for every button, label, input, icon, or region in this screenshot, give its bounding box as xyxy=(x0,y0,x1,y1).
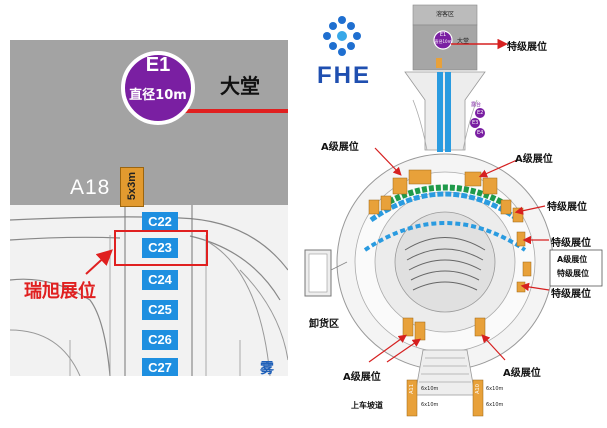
cafe-label: 露台 xyxy=(471,102,482,108)
callout-unloading: 卸货区 xyxy=(309,319,339,330)
a18-booth: 5x3m xyxy=(120,167,144,207)
highlight-box xyxy=(114,230,208,266)
hall-label: 大堂 xyxy=(220,74,260,98)
e1-booth-circle xyxy=(121,51,195,125)
e1-small-label: E1 xyxy=(439,32,447,38)
booth-c27: C27 xyxy=(142,358,178,376)
booth-e4: E4 xyxy=(477,130,484,136)
partial-area-label: 雾 xyxy=(260,361,274,376)
booth-c24: C24 xyxy=(142,270,178,290)
callout-a-left: A级展位 xyxy=(321,142,359,153)
e1-small-sub: 直径10m xyxy=(434,39,452,44)
left-zoom-map: E1 直径10m 大堂 A18 5x3m C22 C23 C24 C25 C26… xyxy=(10,40,288,376)
callout-a-right-top: A级展位 xyxy=(515,154,553,165)
overview-map: FHE 溶客区 E1 直径10m 大堂 露台 E2 E3 E4 特级展位 A级展… xyxy=(295,0,607,428)
callout-special-top: 特级展位 xyxy=(507,42,547,53)
callout-special-r1: 特级展位 xyxy=(547,202,587,213)
fhe-logo-mark xyxy=(323,16,361,56)
highlight-label: 瑞旭展位 xyxy=(24,281,96,302)
booth-e3: E3 xyxy=(472,120,479,126)
callout-box-b: 特级展位 xyxy=(557,269,589,278)
callout-special-r2: 特级展位 xyxy=(551,238,591,249)
booth-a10-size: 6x10m xyxy=(486,386,504,392)
booth-c26: C26 xyxy=(142,330,178,350)
e1-title: E1 xyxy=(145,54,171,76)
booth-a11-size-2: 6x10m xyxy=(421,402,439,408)
left-map-svg xyxy=(10,40,288,376)
e1-subtitle: 直径10m xyxy=(129,88,187,103)
highlight-arrow-layer xyxy=(85,249,113,275)
callout-a-bottom-right: A级展位 xyxy=(503,368,541,379)
booth-a11-label: A11 xyxy=(409,384,415,394)
top-area-label: 溶客区 xyxy=(435,11,454,18)
overview-map-svg xyxy=(304,4,603,417)
booth-a11-size: 6x10m xyxy=(421,386,439,392)
booth-a10-size-2: 6x10m xyxy=(486,402,504,408)
a18-label: A18 xyxy=(70,176,111,199)
callout-a-bottom-left: A级展位 xyxy=(343,372,381,383)
booth-e2: E2 xyxy=(477,110,484,116)
fhe-logo-text: FHE xyxy=(317,62,371,89)
highlight-arrow xyxy=(85,249,113,275)
booth-c25: C25 xyxy=(142,300,178,320)
callout-box-a: A级展位 xyxy=(557,255,588,264)
callout-ramp: 上车坡道 xyxy=(351,401,383,410)
callout-special-r3: 特级展位 xyxy=(551,289,591,300)
hall-small-label: 大堂 xyxy=(457,38,470,45)
booth-a10-label: A10 xyxy=(475,384,481,394)
booth-c22: C22 xyxy=(142,212,178,232)
booth-c23: C23 xyxy=(142,238,178,258)
